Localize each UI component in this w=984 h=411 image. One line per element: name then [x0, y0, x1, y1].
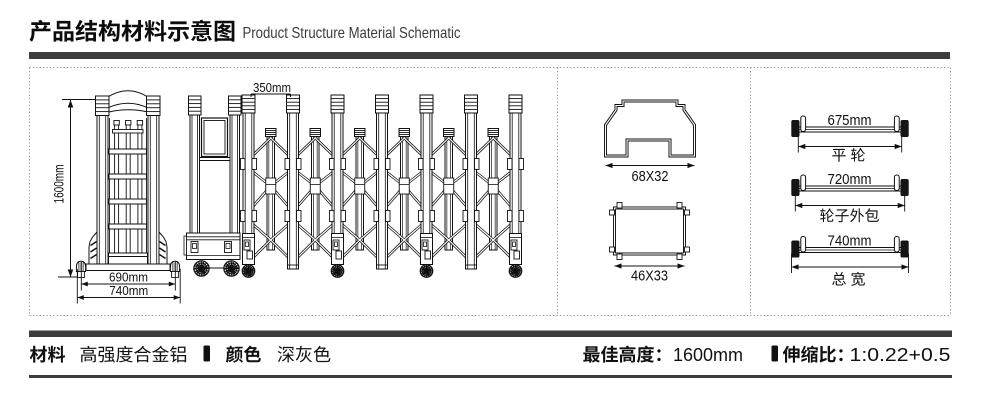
svg-text:1600mm: 1600mm: [51, 165, 67, 204]
svg-text:740mm: 740mm: [828, 234, 872, 250]
svg-text:68X32: 68X32: [632, 169, 669, 185]
svg-text:720mm: 720mm: [828, 172, 872, 188]
svg-text:675mm: 675mm: [828, 113, 872, 129]
svg-text:690mm: 690mm: [109, 270, 148, 285]
svg-text:1600mm: 1600mm: [673, 345, 743, 365]
svg-text:740mm: 740mm: [109, 283, 148, 298]
svg-text:Product Structure Material Sch: Product Structure Material Schematic: [243, 25, 461, 42]
svg-text:46X33: 46X33: [631, 269, 668, 285]
svg-text:350mm: 350mm: [253, 81, 291, 95]
svg-text:1:0.22+0.5: 1:0.22+0.5: [850, 344, 951, 365]
